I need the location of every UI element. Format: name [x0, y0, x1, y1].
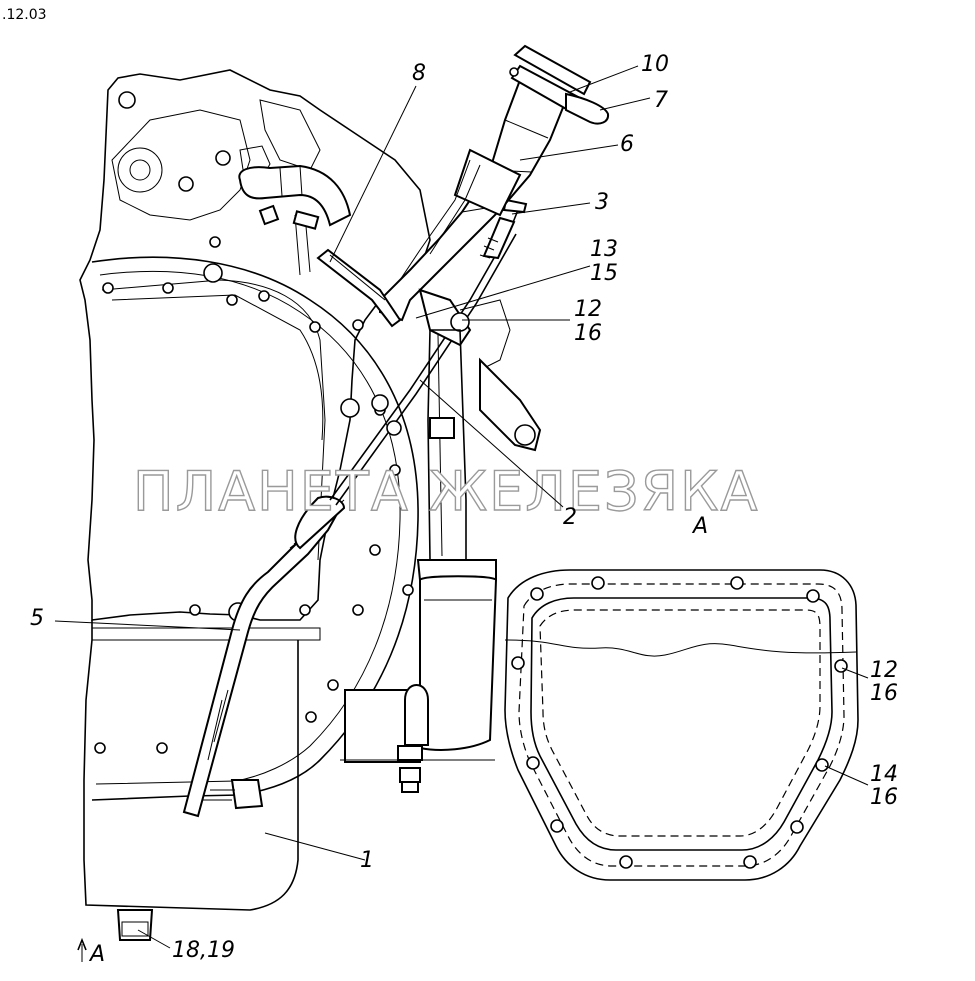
callout-15: 15 [590, 261, 618, 286]
callout-2: 2 [563, 505, 577, 530]
callout-18-19: 18,19 [172, 938, 235, 963]
callout-3: 3 [595, 190, 609, 215]
callout-16-top: 16 [574, 321, 602, 346]
oil-filler-pipe [379, 44, 610, 322]
callout-7: 7 [654, 88, 668, 113]
dipstick-tube [182, 495, 346, 818]
callout-16-view-a: 16 [870, 681, 898, 706]
callout-16-view-b: 16 [870, 785, 898, 810]
view-a-pan-flange [504, 569, 859, 881]
callout-13: 13 [590, 237, 618, 262]
watermark-text: ПЛАНЕТА ЖЕЛЕЗЯКА [133, 460, 759, 523]
callout-10: 10 [641, 52, 669, 77]
view-a-title: A [691, 514, 708, 539]
callout-12-top: 12 [574, 297, 602, 322]
oil-filter-assembly [340, 329, 498, 793]
dipstick-rod [329, 198, 528, 506]
engine-block [79, 69, 431, 621]
callout-12-view: 12 [870, 658, 898, 683]
callout-5: 5 [30, 606, 44, 631]
view-a-arrow-label: A [88, 942, 105, 967]
crankcase-breather [316, 248, 542, 452]
callout-1: 1 [360, 848, 374, 873]
leader-lines [54, 65, 869, 962]
callout-8: 8 [412, 61, 426, 86]
callout-14-view: 14 [870, 762, 898, 787]
callout-6: 6 [620, 132, 634, 157]
drawing-code: .12.03 [2, 7, 47, 23]
